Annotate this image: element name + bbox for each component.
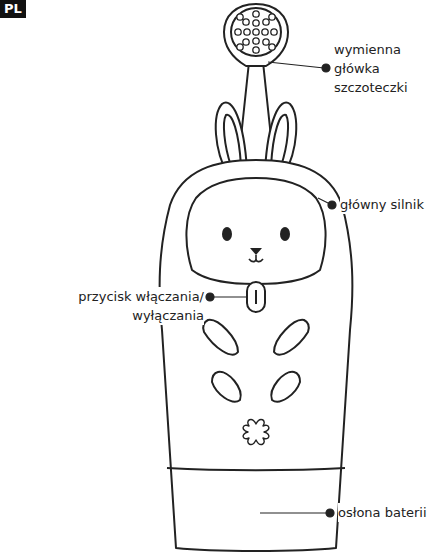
language-badge: PL [0,0,26,18]
bristle-tuft [244,29,250,35]
foot-left [212,372,241,402]
battery-cover-seam [167,468,345,470]
bristle-tuft [243,19,249,25]
bristle-tuft [253,29,259,35]
brush-head [224,4,288,66]
mouth [249,255,263,262]
leader-dot [326,509,334,517]
bristle-tuft [271,29,277,35]
part-label: wymienna główka szczoteczki [334,40,432,97]
arm-left [203,320,238,355]
leader-lines [206,62,336,517]
bristle-tuft [269,44,275,50]
bristle-field [231,8,281,56]
face-details [222,227,290,262]
button-mark [255,290,257,304]
bristle-tuft [243,39,249,45]
leader-dot [322,64,330,72]
ear-left-inner [224,115,241,166]
bristle-tuft [253,38,259,44]
bristle-tuft [262,29,268,35]
leader-dot [206,293,214,301]
bristle-tufts [235,11,277,53]
eye-left [222,227,232,241]
badge-text: PL [4,1,22,17]
ear-right-inner [271,115,288,166]
bristle-tuft [269,14,275,20]
bristle-tuft [253,20,259,26]
arm-right [274,320,309,355]
part-label: przycisk włączania/ wyłączania [4,287,204,325]
leader-dot [328,201,336,209]
bristle-tuft [253,11,259,17]
face-outline [186,178,325,284]
bristle-tuft [263,19,269,25]
bristle-tuft [263,39,269,45]
bristle-tuft [237,14,243,20]
leader-line [212,296,247,297]
nose [250,248,262,255]
leader-line [260,512,328,513]
eye-right [280,227,290,241]
foot-right [271,372,300,402]
part-label: osłona baterii [338,503,432,522]
leader-line [268,62,324,68]
bristle-tuft [253,47,259,53]
logo-symbol [243,420,269,445]
bristle-tuft [237,44,243,50]
part-label: główny silnik [340,195,432,214]
power-button [247,282,265,312]
handle-body [160,160,353,551]
bristle-tuft [235,29,241,35]
